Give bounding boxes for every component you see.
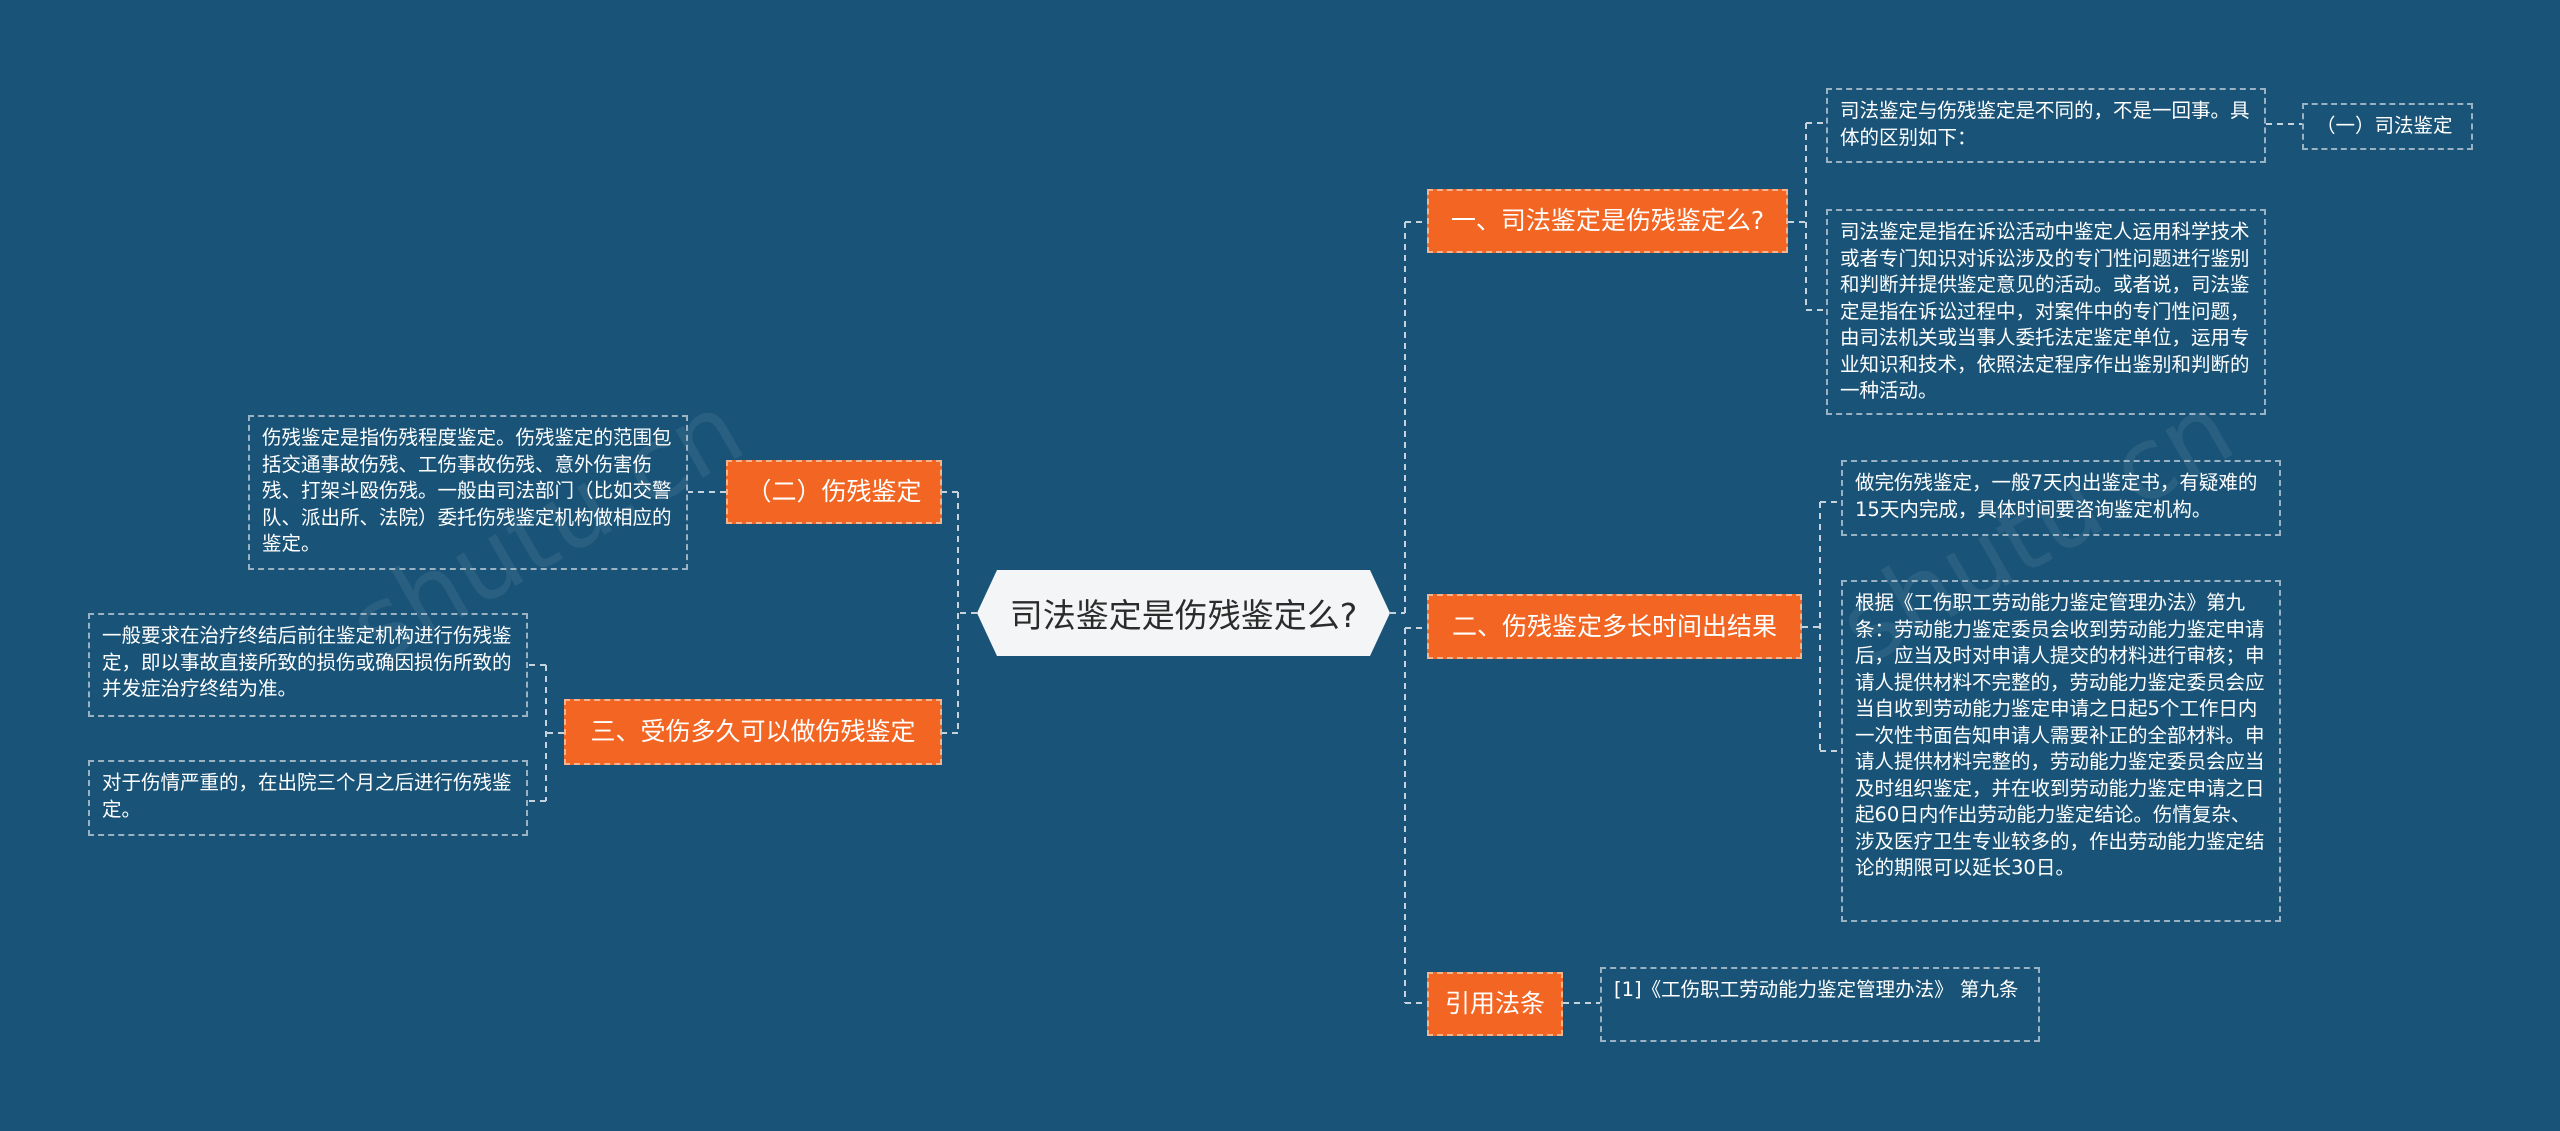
branch-2-leaf-2-text: 根据《工伤职工劳动能力鉴定管理办法》第九条：劳动能力鉴定委员会收到劳动能力鉴定申… — [1855, 591, 2265, 879]
root-topic[interactable]: 司法鉴定是伤残鉴定么? — [977, 570, 1390, 656]
branch-3-label: 引用法条 — [1444, 989, 1545, 1018]
branch-5-leaf-2[interactable]: 对于伤情严重的，在出院三个月之后进行伤残鉴定。 — [88, 760, 528, 836]
branch-3[interactable]: 引用法条 — [1427, 972, 1563, 1036]
branch-5-leaf-2-text: 对于伤情严重的，在出院三个月之后进行伤残鉴定。 — [102, 771, 512, 821]
branch-5[interactable]: 三、受伤多久可以做伤残鉴定 — [564, 699, 942, 765]
branch-4-leaf-1[interactable]: 伤残鉴定是指伤残程度鉴定。伤残鉴定的范围包括交通事故伤残、工伤事故伤残、意外伤害… — [248, 415, 688, 570]
branch-5-leaf-1-text: 一般要求在治疗终结后前往鉴定机构进行伤残鉴定，即以事故直接所致的损伤或确因损伤所… — [102, 624, 512, 700]
branch-5-leaf-1[interactable]: 一般要求在治疗终结后前往鉴定机构进行伤残鉴定，即以事故直接所致的损伤或确因损伤所… — [88, 613, 528, 717]
branch-5-label: 三、受伤多久可以做伤残鉴定 — [590, 717, 916, 746]
branch-2-leaf-2[interactable]: 根据《工伤职工劳动能力鉴定管理办法》第九条：劳动能力鉴定委员会收到劳动能力鉴定申… — [1841, 580, 2281, 922]
branch-1[interactable]: 一、司法鉴定是伤残鉴定么? — [1427, 189, 1788, 253]
branch-1-leaf-1[interactable]: 司法鉴定与伤残鉴定是不同的，不是一回事。具体的区别如下： — [1826, 88, 2266, 163]
root-label: 司法鉴定是伤残鉴定么? — [1009, 596, 1358, 635]
branch-2-leaf-1-text: 做完伤残鉴定，一般7天内出鉴定书，有疑难的15天内完成，具体时间要咨询鉴定机构。 — [1855, 471, 2258, 521]
branch-3-leaf-1[interactable]: [1]《工伤职工劳动能力鉴定管理办法》 第九条 — [1600, 967, 2040, 1042]
branch-1-label: 一、司法鉴定是伤残鉴定么? — [1450, 206, 1765, 235]
branch-1-leaf-2-text: 司法鉴定是指在诉讼活动中鉴定人运用科学技术或者专门知识对诉讼涉及的专门性问题进行… — [1840, 220, 2250, 402]
branch-4-leaf-1-text: 伤残鉴定是指伤残程度鉴定。伤残鉴定的范围包括交通事故伤残、工伤事故伤残、意外伤害… — [262, 426, 672, 555]
branch-4[interactable]: （二）伤残鉴定 — [726, 460, 942, 524]
branch-2-label: 二、伤残鉴定多长时间出结果 — [1451, 611, 1777, 641]
branch-1-leaf-1-text: 司法鉴定与伤残鉴定是不同的，不是一回事。具体的区别如下： — [1840, 99, 2250, 149]
branch-1-leaf-2[interactable]: 司法鉴定是指在诉讼活动中鉴定人运用科学技术或者专门知识对诉讼涉及的专门性问题进行… — [1826, 209, 2266, 415]
branch-3-leaf-1-text: [1]《工伤职工劳动能力鉴定管理办法》 第九条 — [1614, 978, 2019, 1001]
branch-4-label: （二）伤残鉴定 — [746, 477, 922, 506]
branch-2-leaf-1[interactable]: 做完伤残鉴定，一般7天内出鉴定书，有疑难的15天内完成，具体时间要咨询鉴定机构。 — [1841, 460, 2281, 536]
branch-2[interactable]: 二、伤残鉴定多长时间出结果 — [1427, 594, 1802, 659]
branch-1-leaf-1-child-text: （一）司法鉴定 — [2316, 114, 2453, 137]
branch-1-leaf-1-child[interactable]: （一）司法鉴定 — [2302, 103, 2473, 150]
